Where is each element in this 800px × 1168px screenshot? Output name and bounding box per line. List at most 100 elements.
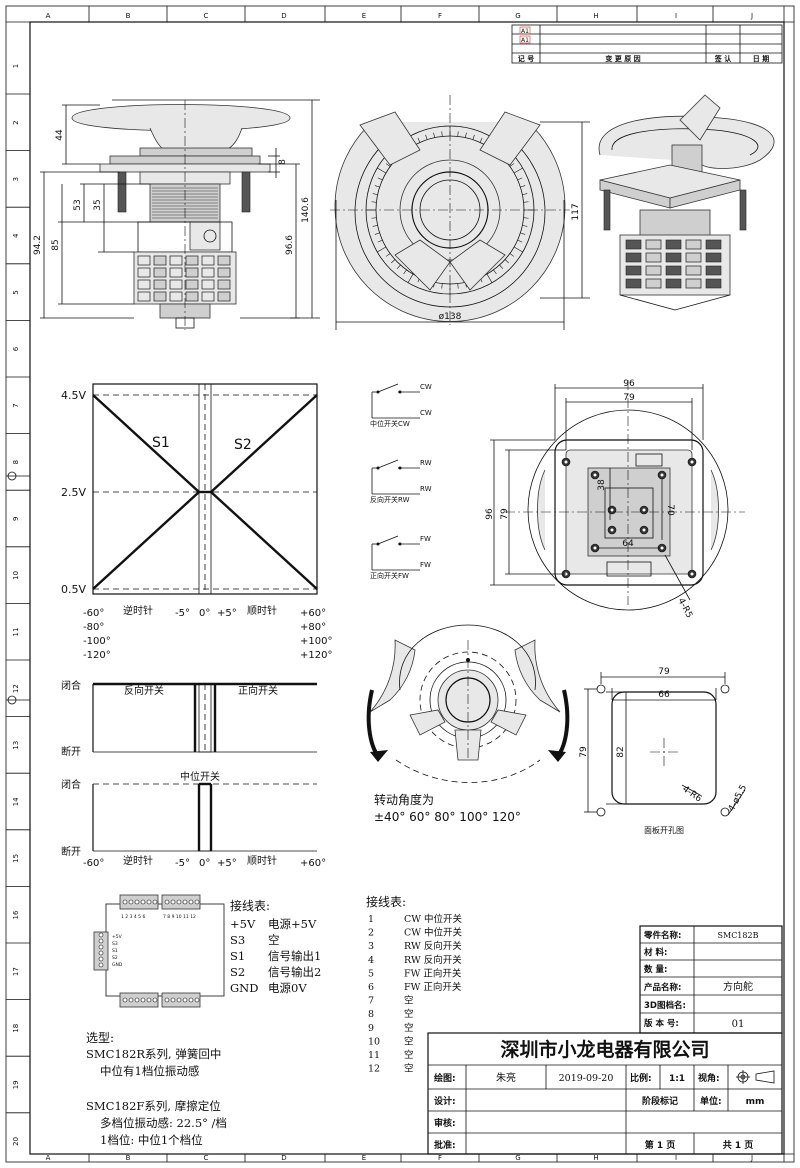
x-neg80: -80°: [83, 622, 104, 633]
selection-line-3: SMC182F系列, 摩擦定位: [86, 1099, 221, 1113]
wiring1-desc: 信号输出1: [268, 949, 321, 963]
conn-s3: S3: [112, 941, 118, 947]
x-pos120: +120°: [300, 650, 332, 661]
wiring2-desc: FW 正向开关: [404, 981, 462, 993]
top-view: 117 ø138: [330, 95, 590, 330]
tb-part-label: 零件名称:: [643, 930, 681, 941]
panel-cutout: 79 66 79 82 4-R6 4-ø5.5 面板开孔图: [579, 667, 749, 835]
dim-79w: 79: [623, 393, 635, 403]
tb-date: 2019-09-20: [559, 1073, 614, 1084]
tb-view-label: 视角:: [698, 1072, 720, 1084]
x-neg60: -60°: [83, 608, 104, 619]
frame-col-bottom-8: I: [675, 1154, 677, 1162]
tb-product-label: 产品名称:: [644, 982, 681, 993]
x-pos100: +100°: [300, 636, 332, 647]
x-pos80: +80°: [300, 622, 326, 633]
wiring1-desc: 电源+5V: [268, 917, 317, 931]
sw2-closed: 闭合: [61, 778, 81, 791]
wiring1-desc: 信号输出2: [268, 965, 321, 979]
rotation-view: 转动角度为 ±40° 60° 80° 100° 120°: [366, 624, 570, 824]
rotation-title: 转动角度为: [374, 792, 434, 807]
tb-page: 第 1 页: [645, 1139, 676, 1151]
switch-chart-forward-reverse: 闭合 断开 反向开关 正向开关: [61, 679, 317, 758]
tb-unit-label: 单位:: [700, 1095, 722, 1107]
frame-row-15: 16: [12, 910, 20, 919]
selection-line-4: 多档位振动感: 22.5° /档: [100, 1116, 227, 1130]
frame-row-3: 4: [12, 233, 20, 238]
voltage-chart: 4.5V 2.5V 0.5V S1 S2 -60° 逆时针 -5° 0° +5°…: [61, 383, 332, 661]
sw2-x-neg60: -60°: [83, 858, 104, 869]
switch-term-a-0: CW: [420, 383, 432, 391]
wiring2-num: 7: [368, 996, 374, 1007]
frame-col-bottom-0: A: [46, 1154, 51, 1162]
dim-8: 8: [278, 159, 288, 165]
tb-company: 深圳市小龙电器有限公司: [500, 1038, 709, 1061]
frame-row-19: 20: [12, 1137, 20, 1146]
selection-line-2: 中位有1档位振动感: [100, 1064, 199, 1078]
dim-35: 35: [93, 199, 103, 210]
dim-94-2: 94.2: [33, 235, 43, 255]
frame-row-14: 15: [12, 854, 20, 863]
switch-term-b-1: RW: [420, 485, 432, 493]
frame-row-18: 19: [12, 1080, 20, 1089]
sw2-x-zero: 0°: [199, 858, 210, 869]
x-zero: 0°: [199, 608, 210, 619]
s1-line-left: [92, 394, 200, 493]
dim-117: 117: [571, 203, 581, 220]
frame-row-8: 9: [12, 517, 20, 521]
frame-row-11: 12: [12, 684, 20, 693]
ytick-2-5v: 2.5V: [61, 486, 86, 499]
tb-version: 01: [732, 1019, 745, 1030]
wiring2-num: 8: [368, 1009, 374, 1020]
wiring2-num: 1: [368, 914, 374, 925]
sw1-reverse: 反向开关: [124, 684, 164, 697]
panel-dim-79: 79: [658, 667, 670, 677]
dim-44: 44: [55, 129, 65, 141]
tb-file-label: 3D图档名:: [644, 1000, 686, 1011]
tb-stage-label: 阶段标记: [642, 1095, 678, 1107]
selection-notes: 选型: SMC182R系列, 弹簧回中 中位有1档位振动感 SMC182F系列,…: [86, 1031, 227, 1147]
switch-label-0: 中位开关CW: [370, 419, 410, 428]
frame-row-13: 14: [12, 797, 20, 806]
panel-dim-79h: 79: [579, 746, 589, 758]
dim-85: 85: [51, 239, 61, 250]
conn-gnd: GND: [112, 962, 123, 968]
panel-caption: 面板开孔图: [644, 825, 684, 835]
wiring2-num: 4: [368, 955, 374, 966]
sw1-open: 断开: [61, 745, 81, 758]
panel-dim-82: 82: [616, 746, 626, 757]
sw2-x-ccw: 逆时针: [123, 854, 153, 867]
wiring2-desc: 空: [404, 1035, 414, 1047]
frame-row-7: 8: [12, 460, 20, 464]
tb-part: SMC182B: [718, 931, 759, 940]
sw1-closed: 闭合: [61, 679, 81, 692]
s2-line-left: [92, 491, 200, 590]
projection-symbol-icon: [736, 1070, 775, 1084]
pin-dots: [98, 899, 200, 1003]
selection-line-1: SMC182R系列, 弹簧回中: [86, 1047, 221, 1061]
tb-scale: 1:1: [669, 1074, 685, 1084]
frame-col-4: E: [362, 12, 366, 20]
frame-col-3: D: [281, 12, 286, 20]
pins-top-2: 7 8 9 10 11 12: [163, 914, 196, 920]
x-neg120: -120°: [83, 650, 111, 661]
sw2-x-neg5: -5°: [175, 858, 190, 869]
frame-col-9: J: [750, 12, 753, 20]
rev-mark-2: A1: [521, 37, 529, 44]
wiring2-desc: 空: [404, 1022, 414, 1034]
ytick-4-5v: 4.5V: [61, 389, 86, 402]
panel-radius: 4-R6: [680, 784, 703, 804]
dim-70: 70: [665, 504, 675, 516]
frame-row-2: 3: [12, 177, 20, 181]
wiring2-desc: 空: [404, 995, 414, 1007]
wiring1-desc: 电源0V: [268, 981, 307, 995]
sw2-x-cw: 顺时针: [247, 854, 277, 867]
dim-140-6: 140.6: [301, 197, 311, 223]
iso-switch-stack: [625, 239, 722, 289]
label-s2: S2: [234, 437, 252, 453]
sw2-x-pos60: +60°: [300, 858, 326, 869]
